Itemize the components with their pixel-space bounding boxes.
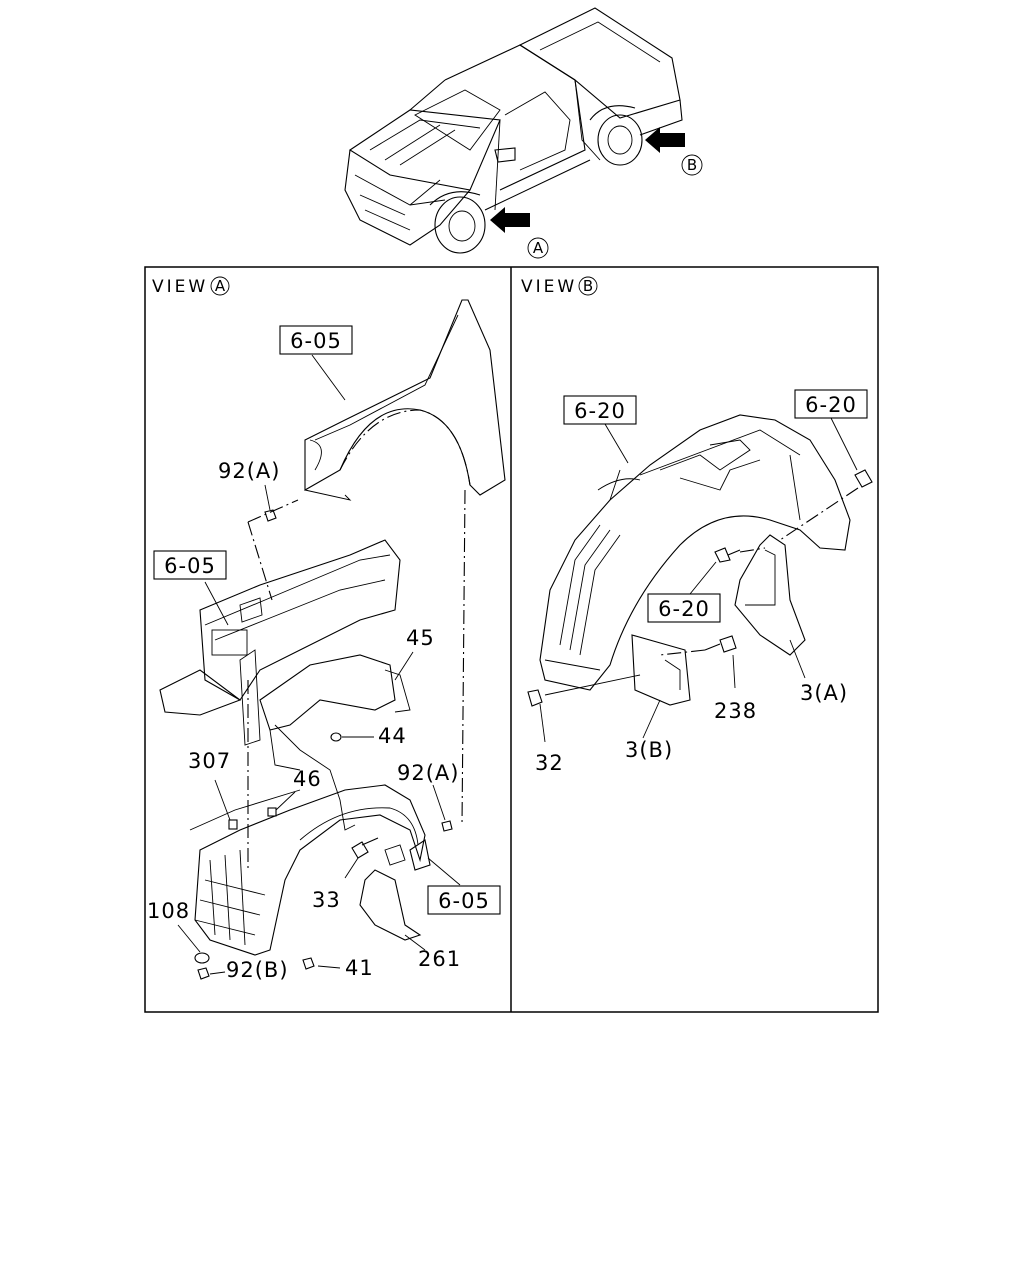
part-33: 33 [312,888,341,912]
svg-text:6-05: 6-05 [290,329,342,353]
part-3b: 3(B) [625,738,673,762]
part-261: 261 [418,947,461,971]
part-45: 45 [406,626,435,650]
fastener-307 [228,819,238,830]
part-307: 307 [188,749,231,773]
view-a-label: VIEW [152,277,208,297]
splash-shield-45-drawing [259,654,411,831]
svg-text:6-05: 6-05 [438,889,490,913]
ref-box-rear-liner: 6-20 [563,395,637,425]
mud-flap-261-drawing [359,844,422,941]
view-a-header: VIEW A [152,276,230,297]
fastener-44 [330,732,342,742]
part-46: 46 [293,767,322,791]
fastener-46 [267,807,277,817]
view-a-letter: A [215,277,226,295]
fastener-33 [351,837,379,859]
front-fender-drawing [304,299,506,501]
fastener-108 [194,952,210,964]
ref-box-fender: 6-05 [279,325,353,355]
view-b-label: VIEW [521,277,577,297]
fastener-92b [197,967,210,980]
part-92a-top: 92(A) [218,459,280,483]
fastener-41 [302,957,315,970]
part-41: 41 [345,956,374,980]
fastener-rear-clip [854,469,873,488]
view-b-marker-letter: B [687,156,697,174]
rear-wheel-liner-drawing [539,414,851,691]
fastener-rear-bolt [714,547,741,563]
view-b-letter: B [583,277,593,295]
part-92a-low: 92(A) [397,761,459,785]
bracket-drawing [409,839,431,871]
apron-panel-drawing [159,539,401,746]
inner-liner-drawing [189,784,426,956]
fastener-32 [527,689,543,707]
svg-text:6-20: 6-20 [805,393,857,417]
fastener-92a-top [264,509,277,522]
view-b-header: VIEW B [521,276,598,297]
svg-text:6-05: 6-05 [164,554,216,578]
part-32: 32 [535,751,564,775]
fastener-92a-low [441,820,453,832]
mud-flap-3a-drawing [734,534,806,656]
ref-box-rear-clip: 6-20 [794,389,868,419]
svg-text:6-20: 6-20 [574,399,626,423]
part-92b: 92(B) [226,958,289,982]
part-3a: 3(A) [800,681,848,705]
view-a-leaders [177,354,466,975]
ref-box-bracket: 6-05 [427,885,501,915]
part-108: 108 [147,899,190,923]
view-a-marker-letter: A [533,239,544,257]
ref-box-apron: 6-05 [153,550,227,580]
view-a-marker: A [527,237,549,259]
mud-flap-3b-drawing [631,634,691,706]
part-238: 238 [714,699,757,723]
view-b-marker: B [681,154,703,176]
part-44: 44 [378,724,407,748]
fastener-238 [704,635,737,653]
svg-text:6-20: 6-20 [658,597,710,621]
ref-box-rear-bolt: 6-20 [647,593,721,623]
view-b-leaders [539,417,859,743]
pickup-truck-illustration [344,7,685,254]
